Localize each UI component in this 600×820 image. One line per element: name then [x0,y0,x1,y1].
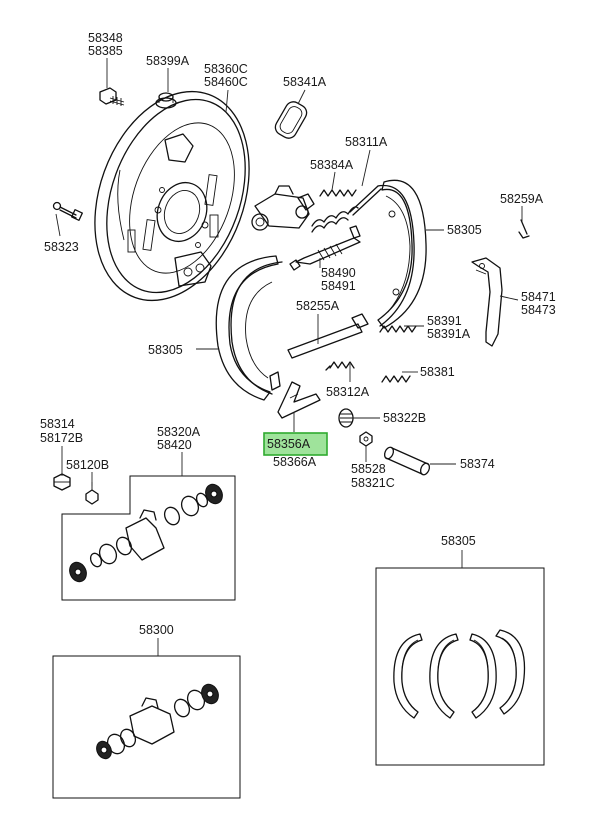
label-58348: 58348 [88,31,123,45]
label-58255A: 58255A [296,299,340,313]
plate-58356A [277,381,321,419]
label-58374: 58374 [460,457,495,471]
label-58312A: 58312A [326,385,370,399]
label-58120B: 58120B [66,458,109,472]
label-58341A: 58341A [283,75,327,89]
label-58323: 58323 [44,240,79,254]
spring-58391 [379,325,417,333]
label-58356A: 58356A [267,437,311,451]
label-58385: 58385 [88,44,123,58]
label-58381: 58381 [420,365,455,379]
pin-58374 [383,446,431,476]
label-58460C: 58460C [204,75,248,89]
label-58311A: 58311A [345,135,388,149]
brake-shoe-kit-box [375,567,545,766]
label-58420: 58420 [157,438,192,452]
cap-58314 [53,473,71,491]
label-58473: 58473 [521,303,556,317]
label-58305-left: 58305 [148,343,183,357]
brake-shoe-right [377,179,427,329]
rod-58311A [349,185,382,216]
bolt-58323 [52,201,83,221]
label-58384A: 58384A [310,158,354,172]
pin-58259A [518,219,530,239]
adjuster-58490 [289,225,361,271]
label-58321C: 58321C [351,476,395,490]
label-58491: 58491 [321,279,356,293]
label-58490: 58490 [321,266,356,280]
washer-58528 [359,431,373,447]
label-58259A: 58259A [500,192,544,206]
wheel-cylinder-kit-box [61,475,236,601]
label-58471: 58471 [521,290,556,304]
label-58172B: 58172B [40,431,83,445]
brake-shoe-left [215,255,283,401]
lever-58471 [471,257,503,347]
strut-58255A [287,313,369,359]
label-58300: 58300 [139,623,174,637]
cup-58322B [338,408,354,428]
seal-58341A [274,101,308,139]
highlight-box [263,432,328,456]
plug-58399A [155,92,177,109]
label-58322B: 58322B [383,411,426,425]
label-58391: 58391 [427,314,462,328]
label-58305-right: 58305 [447,223,482,237]
wheel-cylinder-assy-box [52,655,241,799]
leader-lines [55,58,523,656]
label-58528: 58528 [351,462,386,476]
label-58399A: 58399A [146,54,190,68]
label-58391A: 58391A [427,327,471,341]
spring-58381 [381,375,411,383]
label-58314: 58314 [40,417,75,431]
bolt-58348 [99,87,125,106]
spring-58384A [311,189,359,233]
spring-58312A [325,361,355,371]
label-58366A: 58366A [273,455,317,469]
label-58320A: 58320A [157,425,201,439]
label-58305-kit: 58305 [441,534,476,548]
label-58360C: 58360C [204,62,248,76]
backing-plate [94,90,250,302]
wheel-cylinder-top [251,185,315,231]
part-labels: 58348 58385 58399A 58360C 58460C 58341A … [40,31,556,637]
